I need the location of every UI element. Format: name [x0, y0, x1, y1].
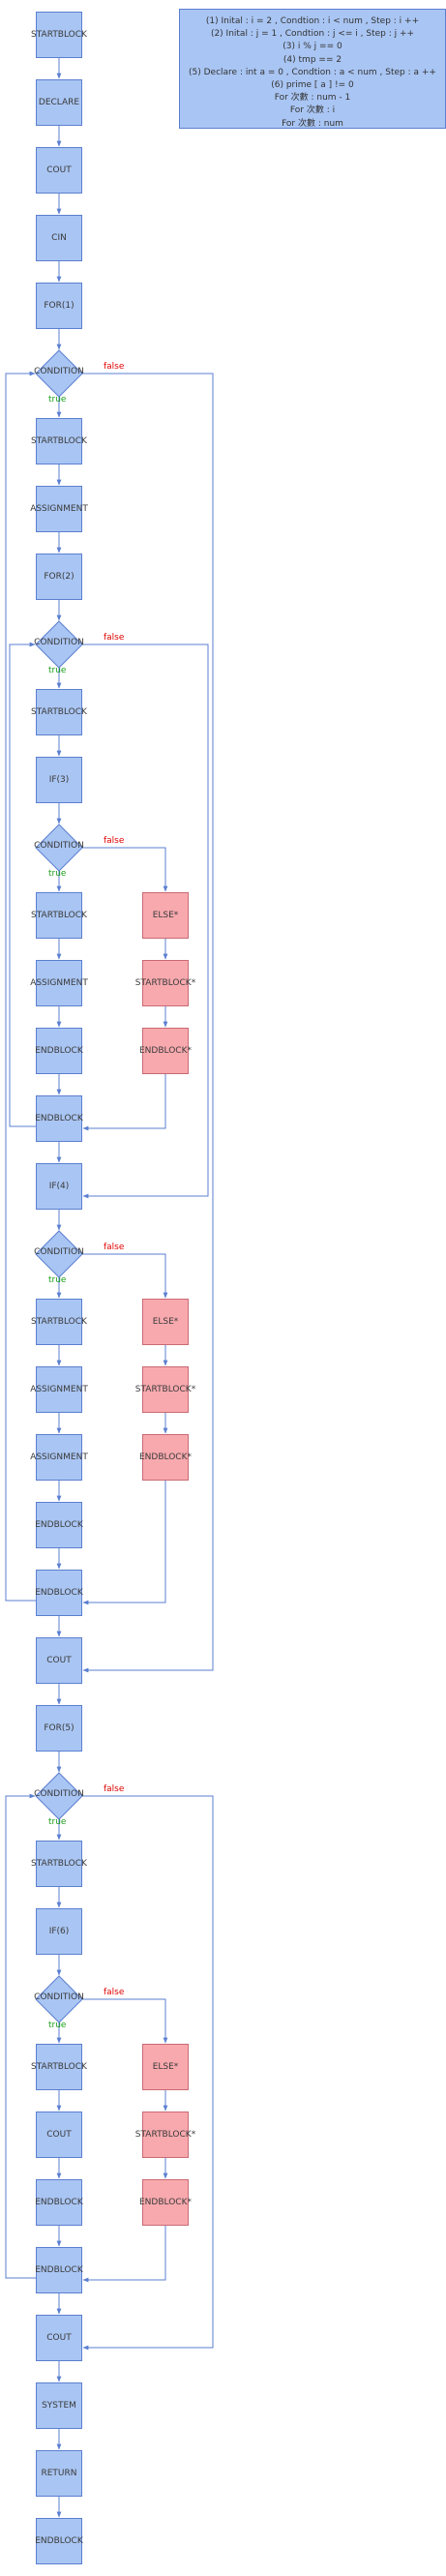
merge-edge [82, 1481, 166, 1605]
flow-node-endblock: ENDBLOCK [35, 1095, 83, 1142]
note-line: For 次數 : num [282, 118, 343, 129]
true-label: true [48, 869, 67, 879]
else-node-endblock: ENDBLOCK* [139, 1028, 192, 1074]
condition-label: CONDITION [34, 1789, 84, 1799]
else-node-else: ELSE* [142, 2044, 189, 2090]
flow-node-if-6: IF(6) [36, 1908, 82, 1955]
flow-node-startblock: STARTBLOCK [31, 1841, 87, 1887]
note-line: (4) tmp == 2 [282, 54, 342, 65]
false-label: false [104, 633, 125, 643]
else-node-else: ELSE* [142, 892, 189, 939]
flow-node-startblock: STARTBLOCK [31, 892, 87, 939]
condition-label: CONDITION [34, 367, 84, 376]
flow-node-cout: COUT [36, 2112, 82, 2158]
note-line: (1) Inital : i = 2 , Condtion : i < num … [205, 16, 420, 26]
false-label: false [104, 1784, 125, 1794]
flow-node-assignment: ASSIGNMENT [30, 1434, 88, 1481]
flow-node-assignment: ASSIGNMENT [30, 486, 88, 532]
loop-exit-edge [82, 644, 209, 1199]
flow-node-endblock: ENDBLOCK [35, 2179, 83, 2226]
note-line: (3) i % j == 0 [282, 42, 342, 52]
condition-label: CONDITION [34, 1247, 84, 1257]
loop-back-edge [5, 1793, 36, 2279]
flow-node-endblock: ENDBLOCK [35, 2247, 83, 2293]
flow-node-system: SYSTEM [36, 2382, 82, 2429]
note-line: For 次數 : i [289, 105, 336, 116]
note-line: (2) Inital : j = 1 , Condtion : j <= i ,… [210, 29, 415, 40]
note-line: For 次數 : num - 1 [274, 93, 351, 104]
true-label: true [48, 666, 67, 675]
flow-node-declare: DECLARE [36, 79, 82, 126]
condition-label: CONDITION [34, 841, 84, 851]
loop-back-edge [9, 642, 36, 1127]
false-label: false [104, 1988, 125, 1997]
merge-edge [82, 2226, 166, 2283]
flow-node-endblock: ENDBLOCK [35, 1502, 83, 1548]
flow-node-startblock: STARTBLOCK [31, 1299, 87, 1345]
loop-exit-edge [82, 1795, 214, 2351]
condition-label: CONDITION [34, 1992, 84, 2002]
loop-exit-edge [82, 373, 214, 1673]
flow-node-endblock: ENDBLOCK [35, 2518, 83, 2564]
loop-back-edge [5, 371, 36, 1602]
else-node-startblock: STARTBLOCK* [135, 960, 195, 1006]
else-node-else: ELSE* [142, 1299, 189, 1345]
flow-node-return: RETURN [36, 2450, 82, 2497]
flow-node-if-3: IF(3) [36, 757, 82, 803]
flow-node-for-2: FOR(2) [36, 554, 82, 600]
flow-node-if-4: IF(4) [36, 1163, 82, 1210]
else-node-endblock: ENDBLOCK* [139, 1434, 192, 1481]
condition-label: CONDITION [34, 638, 84, 647]
else-node-endblock: ENDBLOCK* [139, 2179, 192, 2226]
flow-node-for-1: FOR(1) [36, 283, 82, 329]
flow-node-cout: COUT [36, 147, 82, 194]
flow-node-startblock: STARTBLOCK [31, 689, 87, 735]
notes-panel: (1) Inital : i = 2 , Condtion : i < num … [179, 9, 446, 129]
else-node-startblock: STARTBLOCK* [135, 1366, 195, 1413]
else-node-startblock: STARTBLOCK* [135, 2112, 195, 2158]
flow-node-endblock: ENDBLOCK [35, 1028, 83, 1074]
flow-node-cout: COUT [36, 1637, 82, 1684]
true-label: true [48, 1817, 67, 1827]
flow-node-cin: CIN [36, 215, 82, 261]
merge-edge [82, 1074, 166, 1131]
flow-node-startblock: STARTBLOCK [31, 2044, 87, 2090]
false-edge [82, 1998, 168, 2044]
false-edge [82, 847, 168, 892]
false-label: false [104, 1243, 125, 1252]
false-edge [82, 1253, 168, 1299]
flow-node-startblock: STARTBLOCK [31, 12, 87, 58]
false-label: false [104, 836, 125, 846]
flow-node-assignment: ASSIGNMENT [30, 960, 88, 1006]
true-label: true [48, 2021, 67, 2030]
flow-node-endblock: ENDBLOCK [35, 1570, 83, 1616]
false-label: false [104, 362, 125, 372]
flow-node-startblock: STARTBLOCK [31, 418, 87, 464]
note-line: (5) Declare : int a = 0 , Condtion : a <… [189, 67, 436, 77]
true-label: true [48, 395, 67, 404]
note-line: (6) prime [ a ] != 0 [271, 80, 354, 91]
flow-node-cout: COUT [36, 2315, 82, 2361]
flow-node-for-5: FOR(5) [36, 1705, 82, 1752]
flow-node-assignment: ASSIGNMENT [30, 1366, 88, 1413]
true-label: true [48, 1275, 67, 1285]
